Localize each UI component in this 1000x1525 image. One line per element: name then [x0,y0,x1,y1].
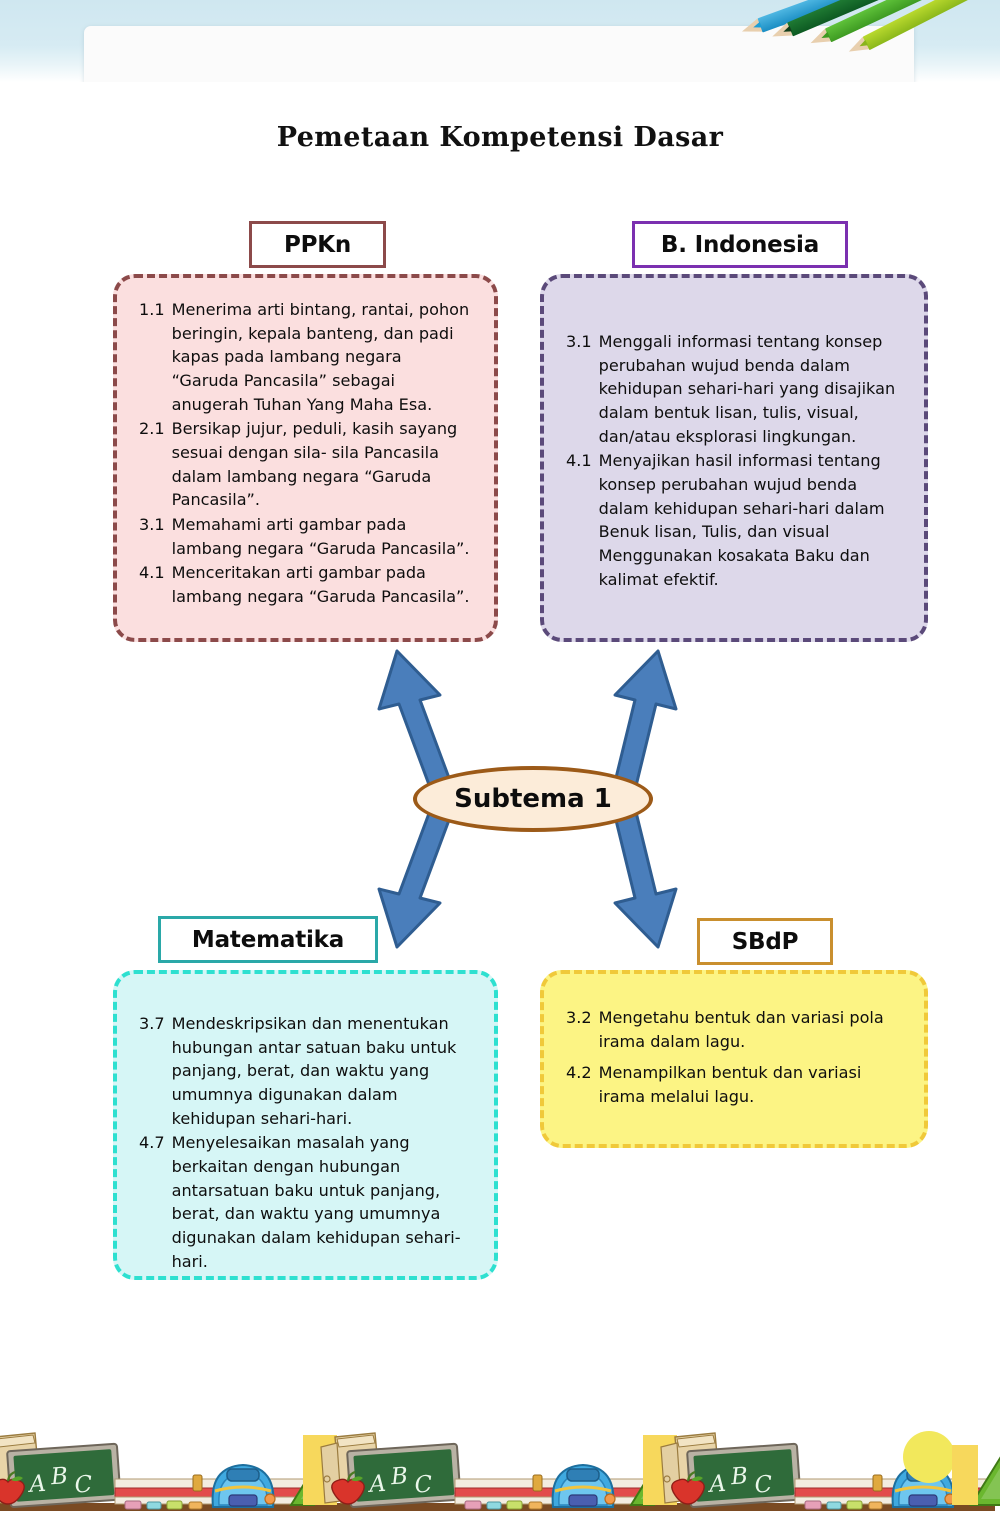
list-item: 4.1 Menyajikan hasil informasi tentang k… [566,449,902,591]
competency-text: Menceritakan arti gambar pada lambang ne… [171,563,470,606]
competency-list: 3.1 Menggali informasi tentang konsep pe… [566,330,902,591]
arrow-down-left [377,806,454,949]
competency-code: 3.7 [139,1014,165,1033]
competency-text: Menampilkan bentuk dan variasi irama mel… [598,1063,862,1106]
subject-label-ppkn: PPKn [249,221,386,268]
top-decorative-banner [0,0,1000,82]
competency-text: Bersikap jujur, peduli, kasih sayang ses… [171,419,458,510]
page-title: Pemetaan Kompetensi Dasar [276,122,724,153]
subject-label-text: B. Indonesia [660,231,820,258]
subject-label-text: Matematika [191,926,345,953]
list-item: 4.2 Menampilkan bentuk dan variasi irama… [566,1061,902,1108]
competency-list: 3.2 Mengetahu bentuk dan variasi pola ir… [566,1006,902,1109]
competency-text: Menyelesaikan masalah yang berkaitan den… [171,1133,461,1271]
competency-text: Mendeskripsikan dan menentukan hubungan … [171,1014,457,1128]
subject-label-bindonesia: B. Indonesia [632,221,848,268]
list-item: 2.1 Bersikap jujur, peduli, kasih sayang… [139,417,472,512]
competency-list: 1.1 Menerima arti bintang, rantai, pohon… [139,298,472,609]
competency-list: 3.7 Mendeskripsikan dan menentukan hubun… [139,1012,472,1273]
center-node-subtema: Subtema 1 [413,766,653,832]
competency-code: 4.1 [139,563,165,583]
competency-code: 3.1 [566,332,592,351]
list-item: 4.7 Menyelesaikan masalah yang berkaitan… [139,1131,472,1273]
list-item: 3.1 Memahami arti gambar pada lambang ne… [139,513,472,560]
competency-text: Menggali informasi tentang konsep peruba… [598,332,896,446]
competency-code: 3.2 [566,1008,592,1027]
competency-box-bindonesia: 3.1 Menggali informasi tentang konsep pe… [540,274,928,642]
competency-code: 4.1 [566,451,592,471]
center-node-label: Subtema 1 [454,784,612,814]
subject-label-text: SBdP [731,928,799,955]
list-item: 3.1 Menggali informasi tentang konsep pe… [566,330,902,448]
competency-text: Menerima arti bintang, rantai, pohon ber… [171,300,470,414]
list-item: 3.7 Mendeskripsikan dan menentukan hubun… [139,1012,472,1130]
competency-text: Mengetahu bentuk dan variasi pola irama … [598,1008,884,1051]
competency-code: 3.1 [139,514,165,534]
school-supplies-illustration: A B C [0,1417,1000,1525]
list-item: 4.1 Menceritakan arti gambar pada lamban… [139,561,472,608]
competency-box-matematika: 3.7 Mendeskripsikan dan menentukan hubun… [113,970,498,1280]
competency-text: Memahami arti gambar pada lambang negara… [171,514,470,558]
subject-label-sbdp: SBdP [697,918,833,965]
competency-code: 2.1 [139,419,165,439]
competency-box-sbdp: 3.2 Mengetahu bentuk dan variasi pola ir… [540,970,928,1148]
competency-text: Menyajikan hasil informasi tentang konse… [598,451,885,589]
arrow-up-left [377,649,454,792]
paper-sheet-graphic [84,26,914,82]
competency-code: 4.7 [139,1133,165,1153]
arrow-up-right [612,649,678,792]
competency-code: 1.1 [139,300,165,319]
subject-label-text: PPKn [283,231,352,258]
bottom-decorative-border: A B C [0,1417,1000,1525]
competency-box-ppkn: 1.1 Menerima arti bintang, rantai, pohon… [113,274,498,642]
list-item: 1.1 Menerima arti bintang, rantai, pohon… [139,298,472,416]
subject-label-matematika: Matematika [158,916,378,963]
list-item: 3.2 Mengetahu bentuk dan variasi pola ir… [566,1006,902,1053]
competency-code: 4.2 [566,1063,592,1083]
arrow-down-right [612,806,678,949]
